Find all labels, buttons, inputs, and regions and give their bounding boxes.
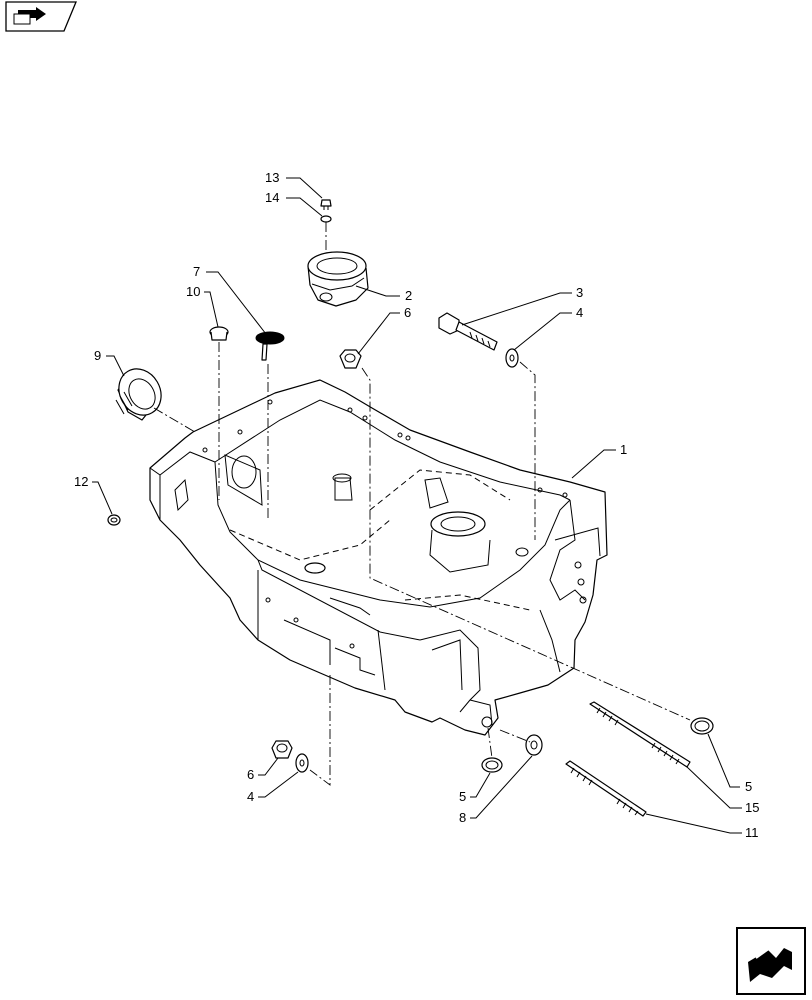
nut-6-bottom: [271, 740, 293, 759]
callout-15: 15: [745, 800, 759, 815]
callout-4-top: 4: [576, 305, 583, 320]
stud-15: [589, 701, 691, 768]
callout-14: 14: [265, 190, 279, 205]
callout-7: 7: [193, 264, 200, 279]
small-bolt-13: [320, 199, 332, 210]
folder-arrow-icon[interactable]: [5, 1, 77, 32]
callout-9: 9: [94, 348, 101, 363]
bushing-5-right: [690, 717, 714, 735]
washer-4-bottom: [295, 753, 309, 773]
callout-3: 3: [576, 285, 583, 300]
front-axle-support-casting: [149, 379, 608, 736]
callout-10: 10: [186, 284, 200, 299]
callout-6-bottom: 6: [247, 767, 254, 782]
callout-5-bottom: 5: [459, 789, 466, 804]
callout-2: 2: [405, 288, 412, 303]
callout-5-right: 5: [745, 779, 752, 794]
callout-11: 11: [745, 825, 759, 840]
bushing-5-bottom: [481, 757, 503, 773]
stud-11: [565, 760, 647, 817]
nut-12: [107, 514, 121, 526]
seal-9: [115, 368, 162, 421]
plug-7: [255, 331, 285, 361]
callout-8: 8: [459, 810, 466, 825]
nut-6-top: [339, 349, 362, 369]
callout-6-top: 6: [404, 305, 411, 320]
callout-13: 13: [265, 170, 279, 185]
callout-12: 12: [74, 474, 88, 489]
callout-1: 1: [620, 442, 627, 457]
washer-4-top: [505, 348, 519, 368]
callout-4-bottom: 4: [247, 789, 254, 804]
washer-14: [320, 215, 332, 223]
leader-lines: [92, 177, 742, 834]
washer-8: [525, 734, 543, 756]
bolt-3: [438, 312, 498, 351]
bearing-housing-2: [307, 251, 369, 307]
plug-10: [209, 326, 229, 341]
next-page-arrow-icon[interactable]: [736, 927, 806, 995]
